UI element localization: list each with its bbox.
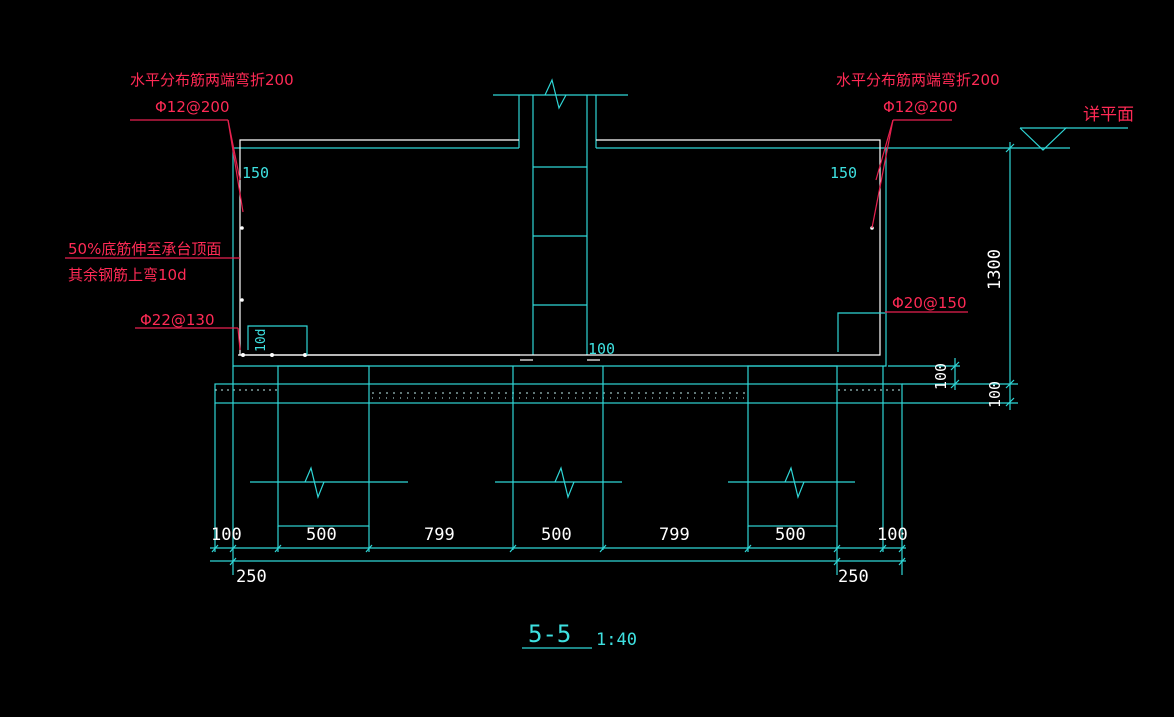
dim-text: 500: [775, 525, 806, 545]
dim-text: 250: [838, 567, 869, 587]
dim-text: 799: [659, 525, 690, 545]
rebar-dot: [270, 353, 274, 357]
bend-10d-label: 10d: [254, 329, 269, 352]
center-dim-label: 100: [588, 340, 615, 358]
dim-text: 500: [306, 525, 337, 545]
section-scale: 1:40: [596, 630, 637, 650]
rebar-cage: [238, 139, 881, 361]
dim-text: 500: [541, 525, 572, 545]
dim-text: 100: [211, 525, 242, 545]
right-top-rebar: Φ12@200: [883, 98, 958, 116]
cover-left-label: 150: [242, 164, 269, 182]
right-top-note: 水平分布筋两端弯折200: [836, 71, 1000, 89]
dim-text: 100: [877, 525, 908, 545]
left-top-rebar: Φ12@200: [155, 98, 230, 116]
vertical-dimensions: [888, 142, 1018, 410]
horizontal-dimension-texts: 100 500 799 500 799 500 100 250 250: [211, 525, 908, 587]
right-leaders: [837, 119, 968, 352]
left-note-2: 其余钢筋上弯10d: [68, 266, 187, 284]
rebar-dot: [241, 353, 245, 357]
section-number: 5-5: [528, 620, 571, 648]
left-bottom-rebar: Φ22@130: [140, 311, 215, 329]
rebar-dot: [303, 353, 307, 357]
dimension-lines: [210, 544, 906, 566]
center-wall: [493, 78, 628, 355]
bedding-layer: [214, 383, 903, 404]
piles: [250, 365, 855, 550]
rebar-dot: [240, 298, 244, 302]
cover-right-label: 150: [830, 164, 857, 182]
elevation-symbol: [1019, 127, 1128, 151]
section-title: 5-5 1:40: [522, 620, 637, 650]
extension-lines: [214, 366, 903, 575]
bend-10d-box: [247, 325, 308, 355]
left-leaders: [65, 119, 244, 351]
left-note-1: 50%底筋伸至承台顶面: [68, 240, 221, 258]
detail-plane-label: 详平面: [1083, 105, 1134, 125]
pile-cap-outline: [232, 147, 1070, 367]
small-dim-text-1: 100: [932, 363, 950, 390]
rebar-dot: [240, 226, 244, 230]
right-bottom-rebar: Φ20@150: [892, 294, 967, 312]
dim-text: 250: [236, 567, 267, 587]
dim-text: 799: [424, 525, 455, 545]
small-dim-text-2: 100: [986, 381, 1004, 408]
left-top-note: 水平分布筋两端弯折200: [130, 71, 294, 89]
height-dim-text: 1300: [985, 249, 1005, 290]
